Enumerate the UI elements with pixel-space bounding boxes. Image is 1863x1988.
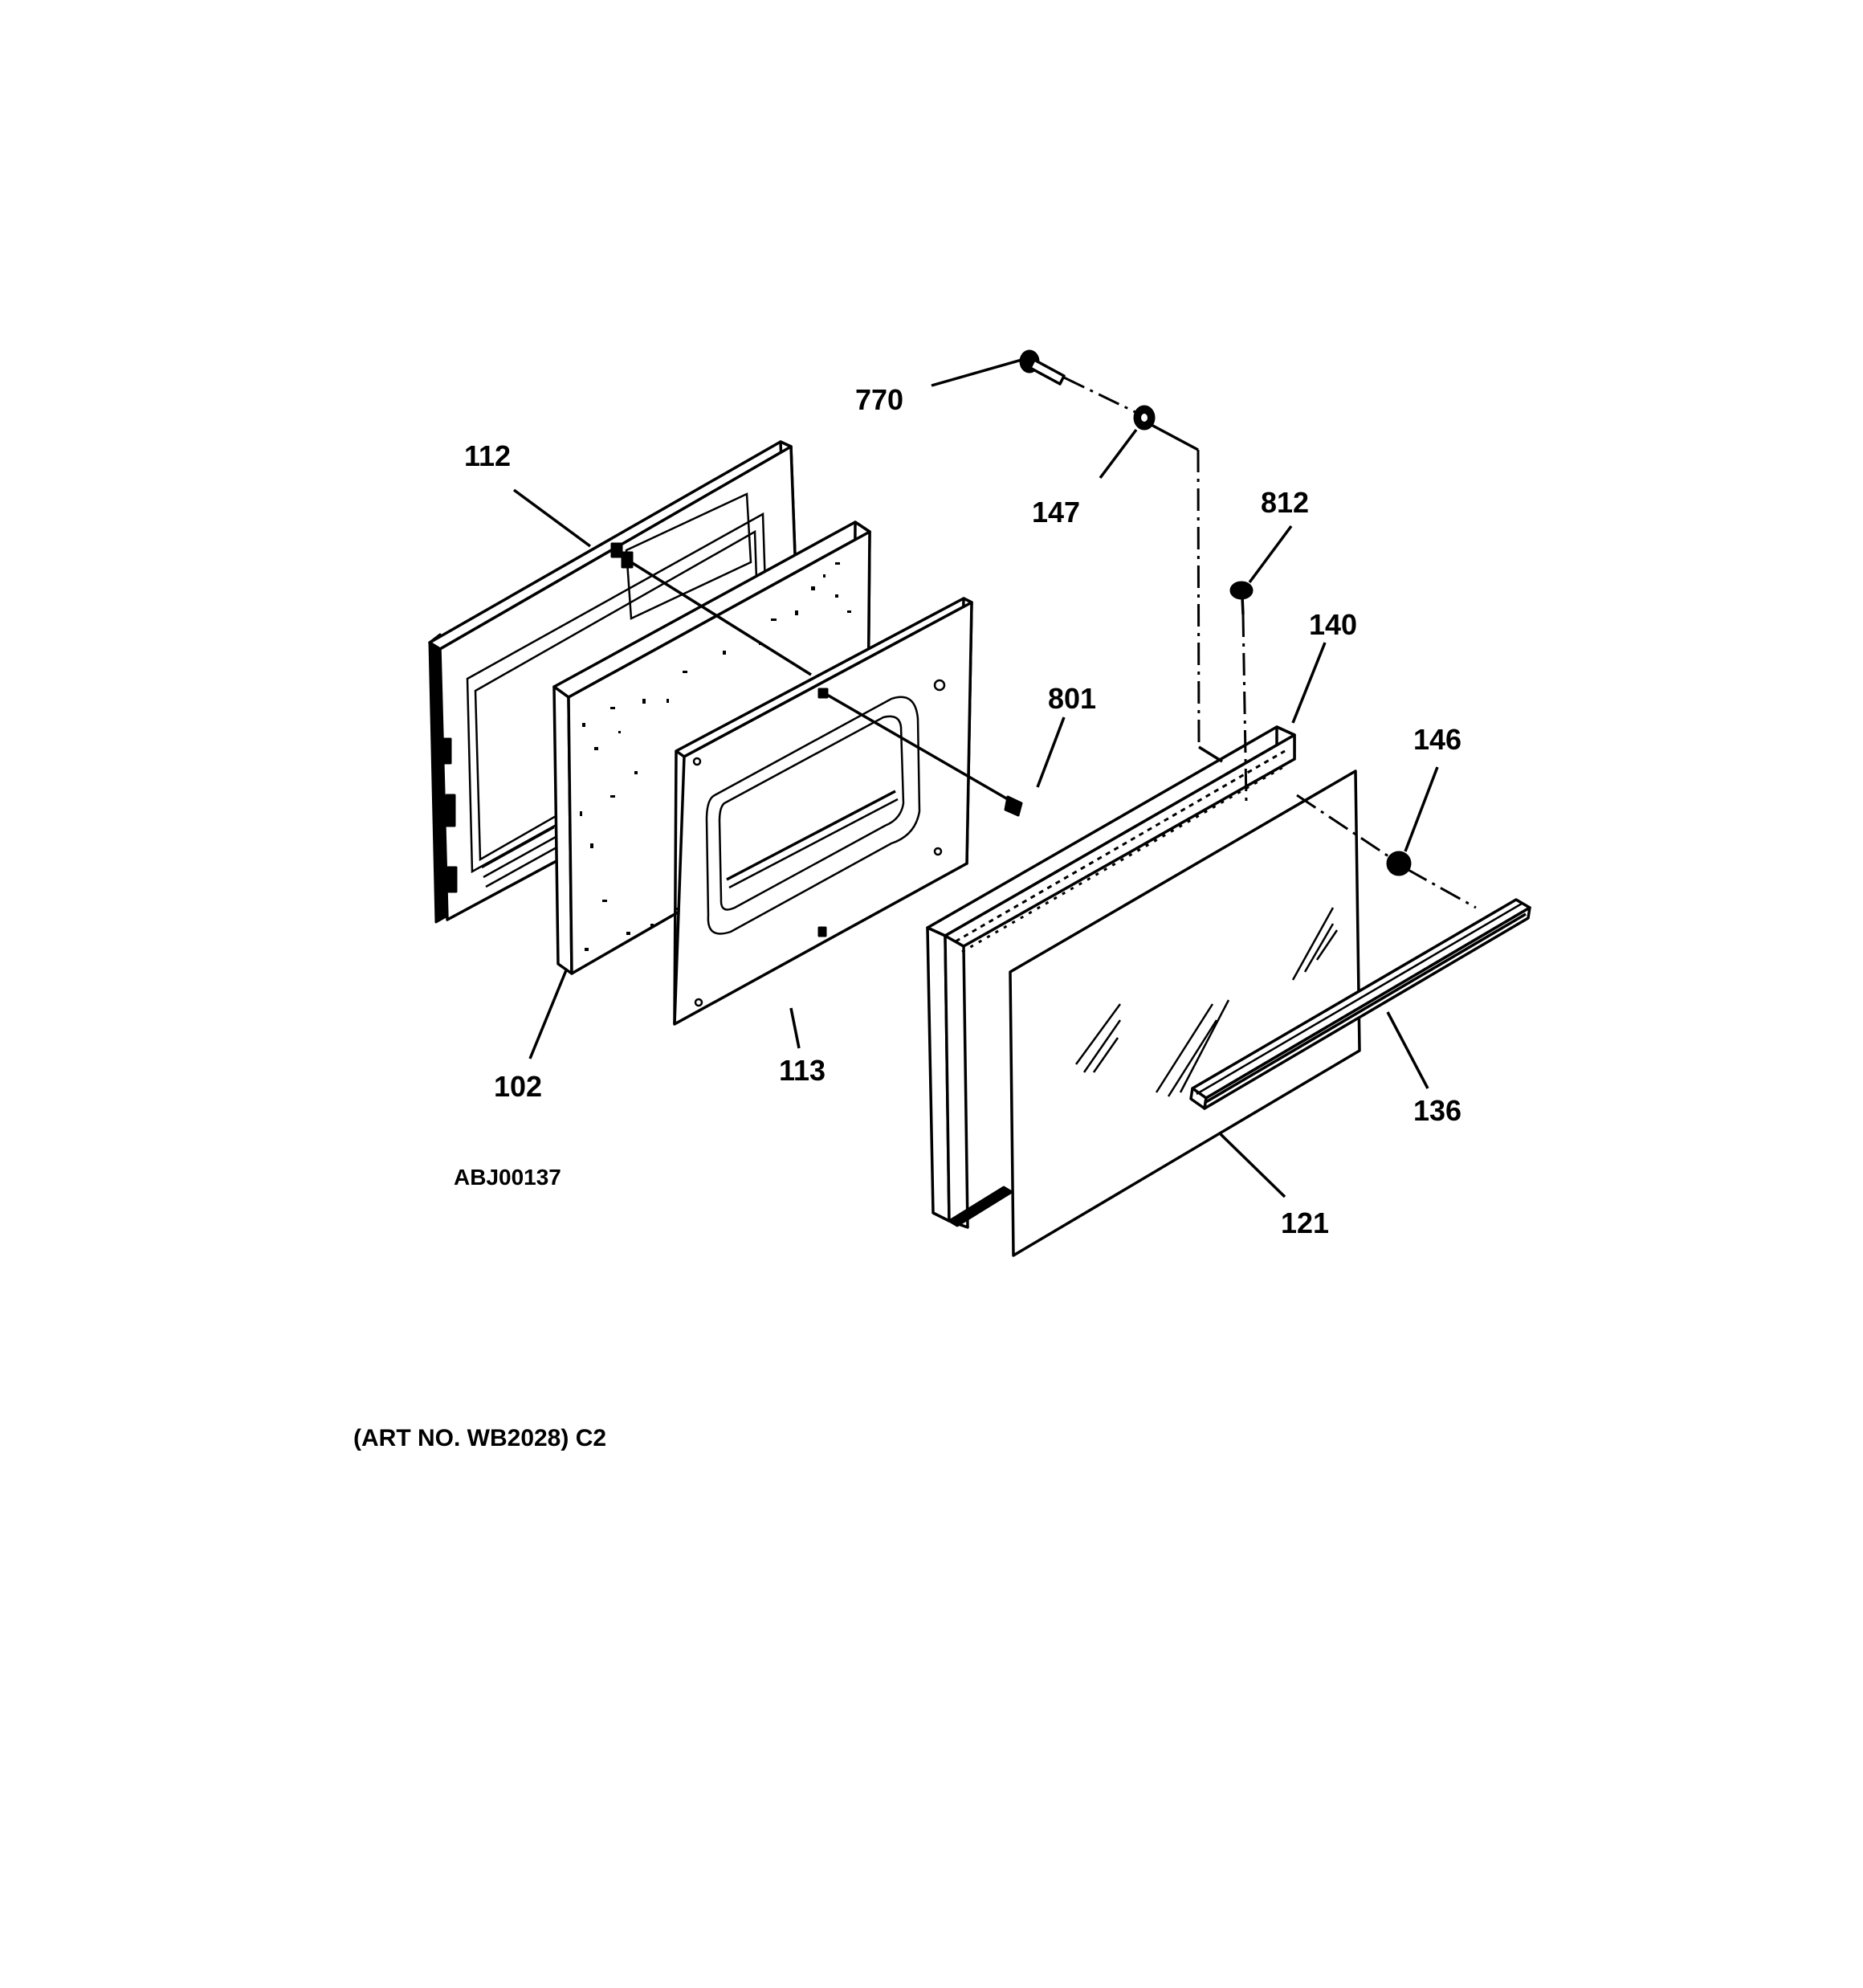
drawing-code: ABJ00137 [454,1165,561,1190]
callout-113: 113 [779,1054,826,1087]
callout-121: 121 [1281,1206,1329,1239]
part-770-screw [1019,349,1066,386]
part-812-screw [1229,581,1254,615]
part-146-spacer [1386,851,1412,876]
art-number: (ART NO. WB2028) C2 [353,1425,606,1451]
part-113-inner-panel [673,597,973,1026]
callout-147: 147 [1032,496,1080,529]
part-801-screw [1004,795,1023,817]
leader-lines [512,358,1439,1198]
part-121-door-glass [1009,769,1361,1257]
callout-labels: 112 102 113 801 770 147 812 140 146 136 … [464,383,1461,1239]
callout-812: 812 [1261,486,1309,519]
callout-140: 140 [1309,608,1357,641]
part-147-washer [1133,405,1156,431]
part-136-handle [1189,898,1531,1110]
callout-102: 102 [494,1070,542,1103]
callout-112: 112 [464,439,511,472]
part-140-outer-frame [926,725,1296,1229]
callout-146: 146 [1413,723,1461,756]
callout-801: 801 [1048,682,1096,715]
callout-770: 770 [855,383,903,416]
callout-136: 136 [1413,1094,1461,1127]
assembly-lines [618,376,1477,909]
